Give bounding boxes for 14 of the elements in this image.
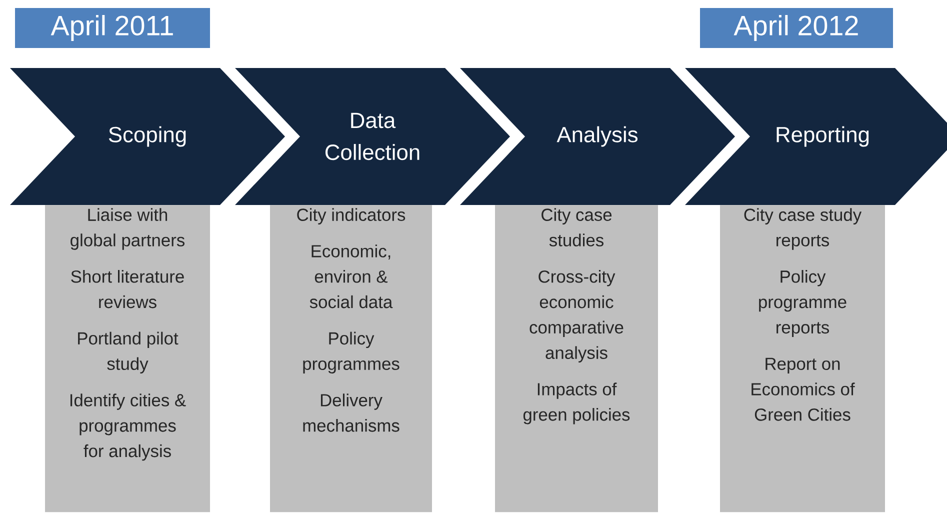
activity-column: City case studies Cross-city economic comparative analysis Impacts of green policies bbox=[495, 205, 658, 512]
node-label: Scoping bbox=[108, 126, 186, 147]
node-label: Data Collection bbox=[325, 112, 420, 160]
stage-banner: Analysis bbox=[460, 68, 735, 205]
activity-column: City case study reports Policy programme reports Report on Economics of Green Cities bbox=[720, 205, 885, 512]
stage-banner: Data Collection bbox=[235, 68, 510, 205]
stage-banner: Reporting bbox=[685, 68, 947, 205]
node-label: Reporting bbox=[776, 126, 869, 147]
activity-column: Liaise with global partners Short literature reviews Portland pilot study Identify cities & programmes for analysis bbox=[45, 205, 210, 512]
date-box: April 2011 bbox=[15, 8, 210, 48]
date-box: April 2012 bbox=[700, 8, 893, 48]
node-label: Analysis bbox=[556, 126, 638, 147]
stage-banner: Scoping bbox=[10, 68, 285, 205]
activity-column: City indicators Economic, environ & social data Policy programmes Delivery mechanisms bbox=[270, 205, 432, 512]
